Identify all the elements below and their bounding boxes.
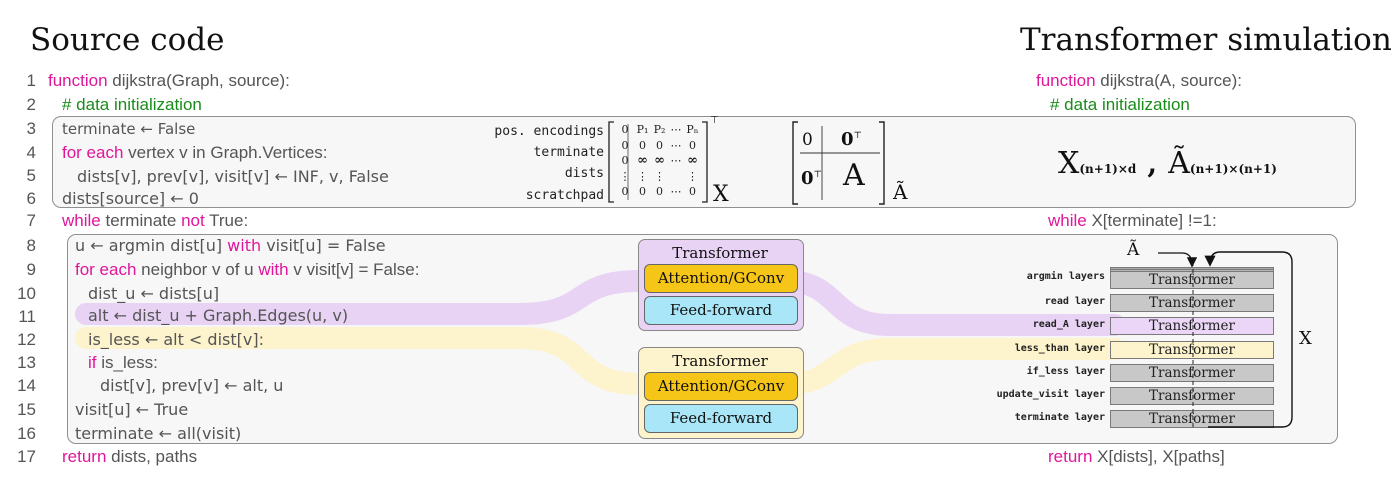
transformer-title: Transformer <box>672 244 768 262</box>
code-line-2-comment: # data initialization <box>62 95 202 114</box>
source-code-title: Source code <box>30 22 225 58</box>
matrix-a-tilde: 0 0⊤ 0⊤ A Ã <box>790 120 930 206</box>
layer-box-if-less: Transformer <box>1110 364 1274 382</box>
formula-x: X <box>1058 146 1080 181</box>
matrix-a-top-right: 0⊤ <box>841 129 862 150</box>
layer-label-update-visit: update_visit layer <box>996 389 1105 400</box>
line-number: 7 <box>26 211 36 230</box>
code-line-6: dists[source] ← 0 <box>62 189 199 208</box>
layer-box-update-visit: Transformer <box>1110 387 1274 405</box>
matrix-row-label: scratchpad <box>525 188 604 203</box>
line-number: 16 <box>17 424 36 443</box>
line-number: 6 <box>26 189 36 208</box>
matrix-a-label: Ã <box>893 180 908 204</box>
keyword: function <box>48 71 108 90</box>
transpose-mark: ⊤ <box>710 115 719 126</box>
line-number: 4 <box>26 143 36 162</box>
x-loop-arrow <box>1204 251 1293 428</box>
line-number: 14 <box>17 376 36 395</box>
layer-box-less-than: Transformer <box>1110 341 1274 359</box>
layer-box-terminate: Transformer <box>1110 410 1274 428</box>
sim-line-1: function dijkstra(A, source): <box>1036 71 1242 90</box>
code-line-8: u ← argmin dist[u] with visit[u] = False <box>75 236 386 255</box>
line-number: 1 <box>26 71 36 90</box>
formula-x-sub: (n+1)×d <box>1079 162 1137 176</box>
line-number: 15 <box>17 400 36 419</box>
transformer-title: Transformer <box>672 352 768 370</box>
formula-a-sub: (n+1)×(n+1) <box>1189 162 1277 176</box>
feed-forward-block: Feed-forward <box>644 296 798 325</box>
matrix-x-brackets <box>608 121 708 203</box>
code-line-13: if is_less: <box>88 353 158 372</box>
formula-a-tilde: Ã <box>1168 146 1190 181</box>
matrix-x-label: X <box>713 182 729 207</box>
code-line-4: for each vertex v in Graph.Vertices: <box>62 143 328 162</box>
matrix-x: pos. encodings terminate dists scratchpa… <box>440 115 740 207</box>
matrix-row-label: terminate <box>533 145 604 160</box>
line-number: 17 <box>17 447 36 466</box>
a-tilde-loop-label: Ã <box>1127 240 1140 260</box>
line-number: 11 <box>18 307 36 326</box>
transformer-simulation-title: Transformer simulation <box>1020 22 1392 58</box>
layer-box-read-a: Transformer <box>1110 317 1274 335</box>
layer-label-read: read layer <box>1044 296 1105 307</box>
layer-label-less-than: less_than layer <box>1014 343 1105 354</box>
code-line-12: is_less ← alt < dist[v]: <box>88 330 264 349</box>
code-line-16: terminate ← all(visit) <box>75 424 242 443</box>
code-line-9: for each neighbor v of u with v visit[v]… <box>75 260 420 279</box>
code-line-17: return dists, paths <box>62 447 198 466</box>
layer-label-argmin: argmin layers <box>1026 271 1105 282</box>
code-line-7: while terminate not True: <box>62 211 249 230</box>
layer-label-terminate: terminate layer <box>1014 412 1105 423</box>
code-line-14: dist[v], prev[v] ← alt, u <box>100 376 284 395</box>
layer-label-if-less: if_less layer <box>1026 366 1105 377</box>
matrix-row-label: dists <box>564 166 604 181</box>
a-tilde-arrow <box>1158 252 1198 268</box>
layer-box-read: Transformer <box>1110 294 1274 312</box>
line-number: 10 <box>17 284 36 303</box>
layer-label-read-a: read_A layer <box>1032 319 1105 330</box>
line-number: 8 <box>26 236 36 255</box>
line-number: 2 <box>26 95 36 114</box>
sim-line-7: while X[terminate] !=1: <box>1048 211 1217 230</box>
x-loop-label: X <box>1299 328 1312 349</box>
matrix-row-label: pos. encodings <box>494 124 604 139</box>
code-line-10: dist_u ← dists[u] <box>88 284 220 303</box>
code-line-11: alt ← dist_u + Graph.Edges(u, v) <box>88 306 349 325</box>
code-line-3: terminate ← False <box>62 120 196 138</box>
feed-forward-block: Feed-forward <box>644 404 798 433</box>
matrix-a-bottom-right: A <box>843 158 865 193</box>
attention-gconv-block: Attention/GConv <box>644 264 798 293</box>
layer-box-argmin: Transformer <box>1110 271 1274 289</box>
matrix-a-bottom-left: 0⊤ <box>801 168 822 189</box>
code-line-5: dists[v], prev[v], visit[v] ← INF, v, Fa… <box>77 167 389 186</box>
formula-separator: , <box>1147 147 1158 180</box>
sim-formula: X(n+1)×d , Ã(n+1)×(n+1) <box>1058 146 1277 181</box>
line-number: 12 <box>17 330 36 349</box>
matrix-a-top-left: 0 <box>802 130 813 150</box>
attention-gconv-block: Attention/GConv <box>644 372 798 401</box>
init-panel <box>52 116 1356 208</box>
sim-line-2-comment: # data initialization <box>1050 95 1190 114</box>
matrix-a-brackets <box>792 121 885 205</box>
line-number: 3 <box>26 119 36 138</box>
code-line-15: visit[u] ← True <box>75 400 189 419</box>
line-number: 9 <box>26 260 36 279</box>
line-number: 13 <box>17 353 36 372</box>
code-line-1: function dijkstra(Graph, source): <box>48 71 290 90</box>
line-number: 5 <box>26 166 36 185</box>
sim-line-17: return X[dists], X[paths] <box>1048 447 1225 466</box>
